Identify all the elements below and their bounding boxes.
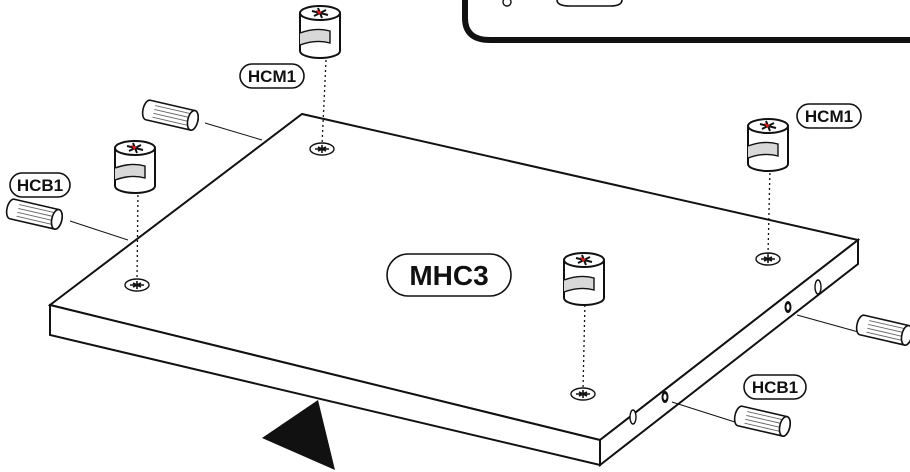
dowel-icon: [732, 404, 793, 439]
label-cam-top-left: HCM1: [239, 63, 305, 89]
inset-frame: [462, 0, 910, 43]
edge-holes: [629, 279, 822, 425]
cross-screw-icon: [570, 387, 596, 401]
dowel-icon: [140, 98, 201, 133]
panel-title: MHC3: [409, 260, 488, 291]
guide-lines: [136, 59, 771, 391]
cam-lock-icon: [747, 118, 789, 172]
cam-lock-icon: [563, 252, 605, 306]
cam-lock-icon: [114, 140, 156, 194]
dowel-icon: [4, 197, 65, 232]
dowel-icon: [854, 313, 910, 348]
label-text: HCB1: [752, 378, 798, 397]
cam-lock-icon: [299, 5, 341, 59]
label-text: HCB1: [17, 176, 63, 195]
label-dowel-bottom-right: HCB1: [743, 374, 807, 400]
dowel-guides: [69, 122, 863, 424]
label-panel: MHC3: [386, 253, 512, 297]
label-cam-top-right: HCM1: [796, 103, 862, 129]
triangle-icon: [262, 400, 335, 470]
cross-screw-icon: [124, 278, 150, 292]
cross-screw-icon: [309, 142, 335, 156]
label-text: HCM1: [805, 107, 853, 126]
label-dowel-left: HCB1: [9, 172, 71, 198]
label-text: HCM1: [248, 67, 296, 86]
